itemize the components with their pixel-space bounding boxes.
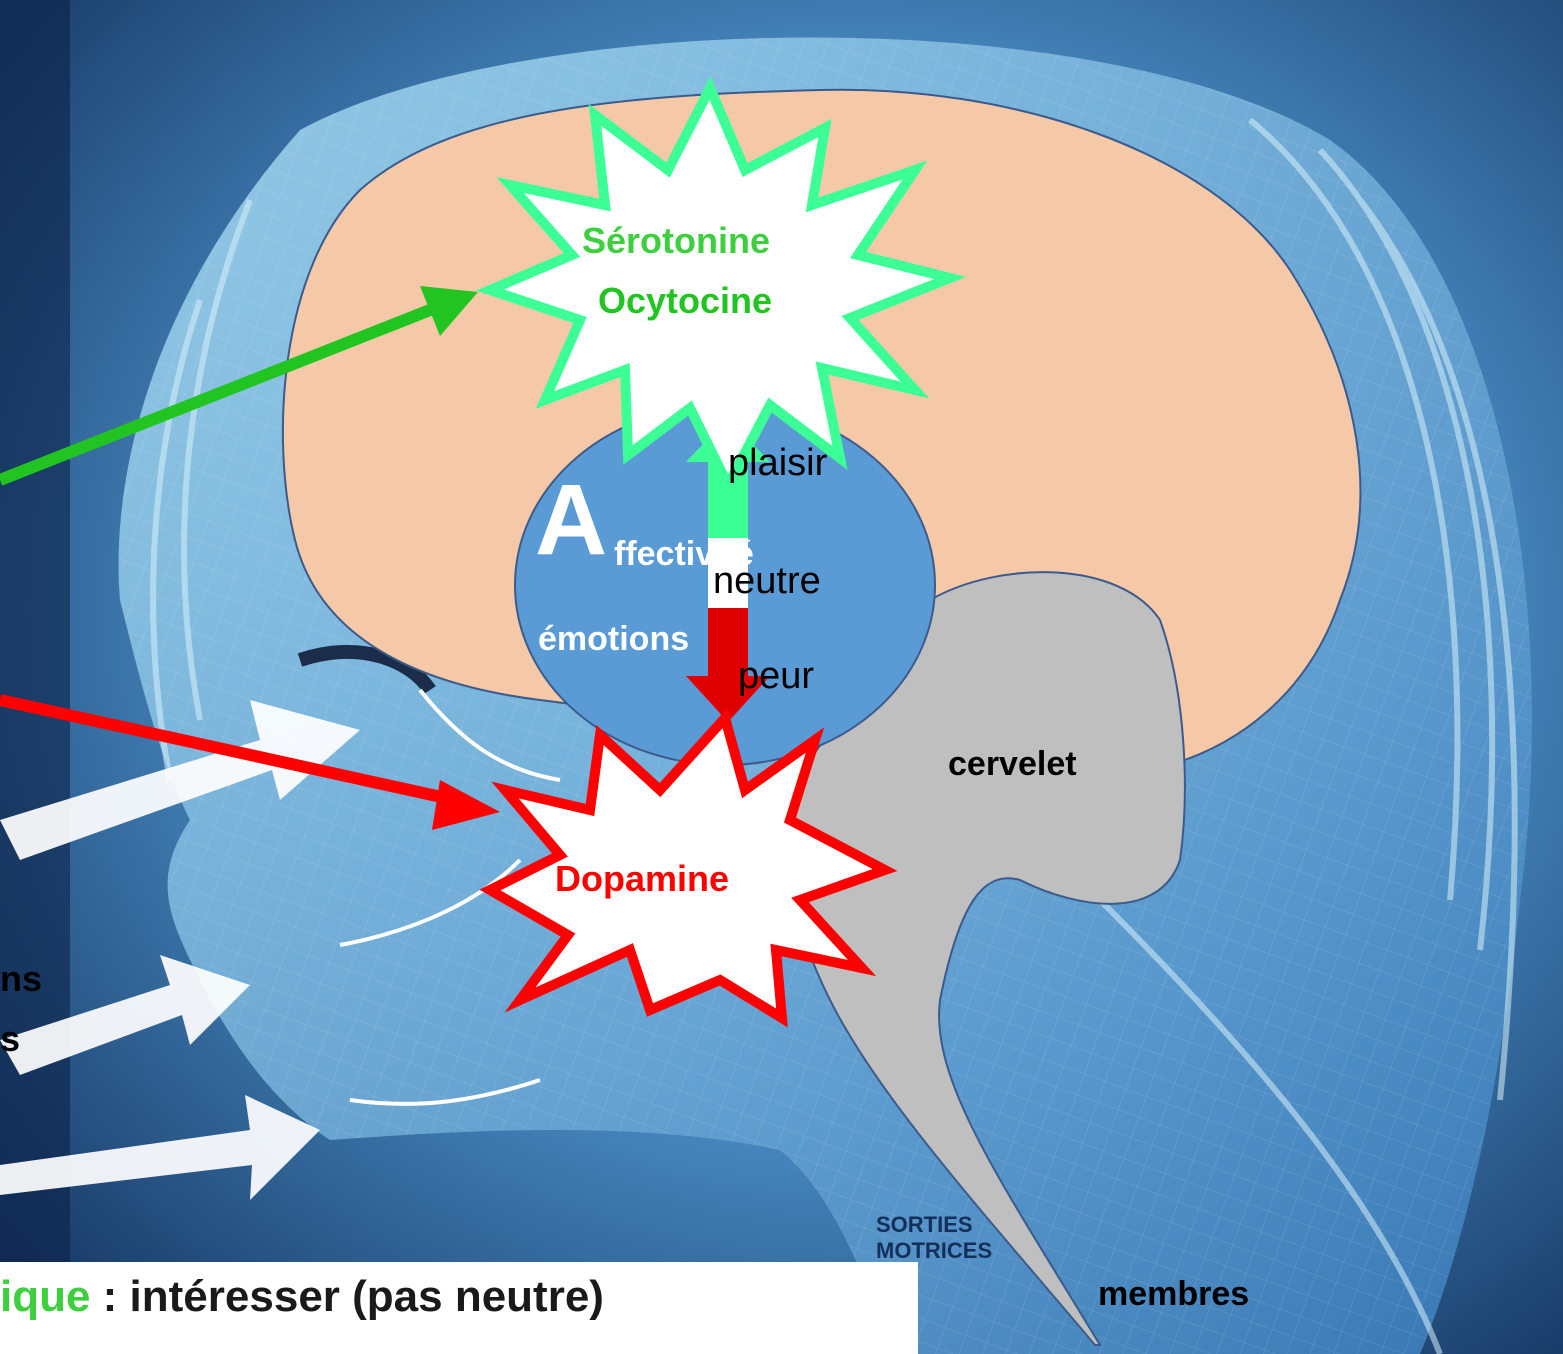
emotions-label: émotions [538, 620, 689, 659]
neutre-label: neutre [713, 560, 821, 603]
ocytocine-label: Ocytocine [598, 280, 772, 322]
sorties-motrices-label-1: SORTIES [876, 1212, 973, 1238]
cervelet-label: cervelet [948, 745, 1077, 784]
peur-label: peur [738, 655, 814, 698]
affectivite-initial: A [535, 470, 607, 570]
cropped-left-text-1: ns [0, 958, 42, 1000]
caption-rest: : intéresser (pas neutre) [90, 1272, 604, 1321]
dopamine-label: Dopamine [555, 858, 729, 900]
serotonine-label: Sérotonine [582, 220, 770, 262]
plaisir-label: plaisir [728, 442, 827, 485]
caption-accent: ique [0, 1272, 90, 1321]
cropped-left-text-2: s [0, 1018, 20, 1060]
membres-label: membres [1098, 1275, 1249, 1314]
sorties-motrices-label-2: MOTRICES [876, 1238, 992, 1264]
caption: ique : intéresser (pas neutre) [0, 1272, 604, 1322]
